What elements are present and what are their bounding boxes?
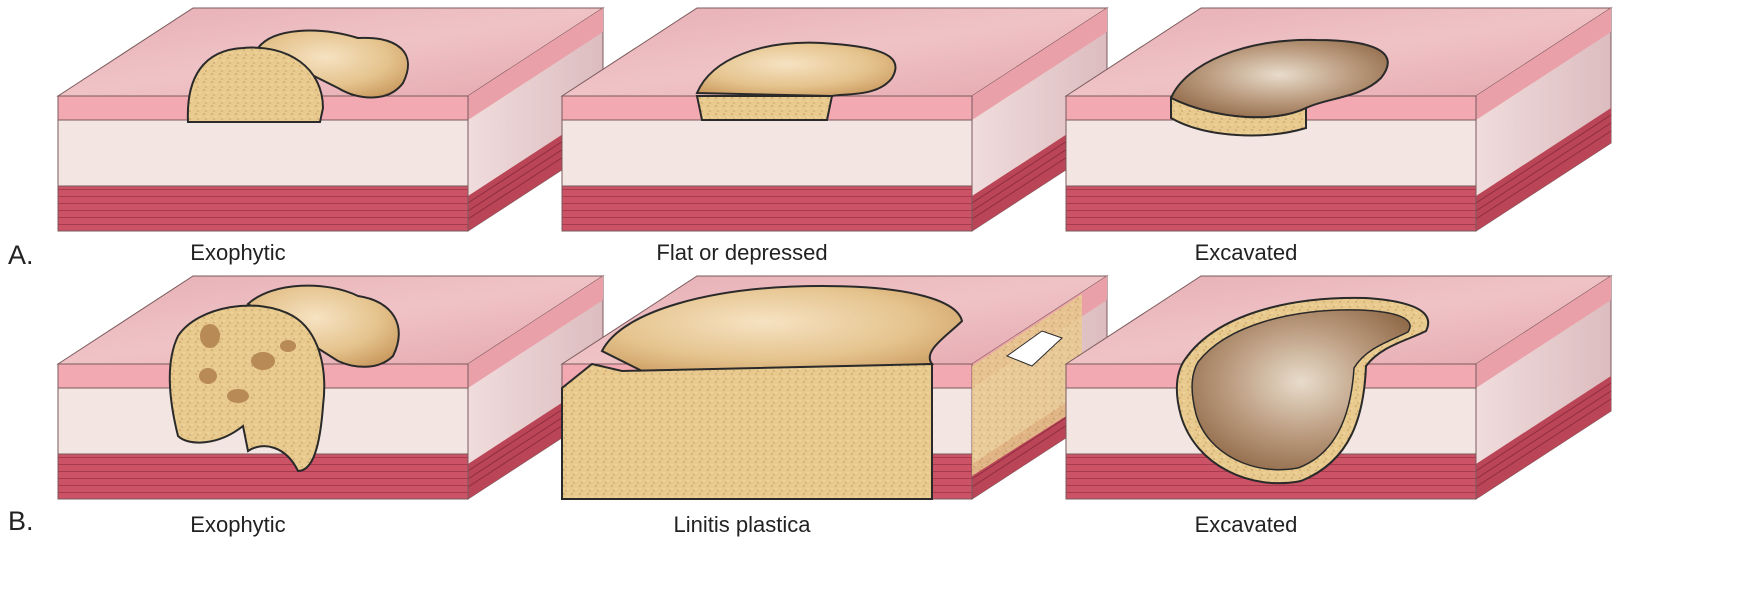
panel-b-exophytic-illustration bbox=[58, 276, 603, 499]
panel-a-flat-or-depressed-illustration bbox=[562, 8, 1107, 231]
caption-a-flat-or-depressed: Flat or depressed bbox=[562, 240, 922, 266]
panel-a-excavated-illustration bbox=[1066, 8, 1611, 231]
caption-b-linitis-plastica: Linitis plastica bbox=[562, 512, 922, 538]
panel-b-linitis-plastica-illustration bbox=[562, 276, 1107, 499]
panel-a-exophytic-illustration bbox=[58, 8, 603, 231]
caption-b-exophytic: Exophytic bbox=[58, 512, 418, 538]
row-label-b: B. bbox=[8, 506, 34, 537]
row-label-a: A. bbox=[8, 240, 34, 271]
caption-a-excavated: Excavated bbox=[1066, 240, 1426, 266]
caption-a-exophytic: Exophytic bbox=[58, 240, 418, 266]
caption-b-excavated: Excavated bbox=[1066, 512, 1426, 538]
panel-b-excavated-illustration bbox=[1066, 276, 1611, 499]
